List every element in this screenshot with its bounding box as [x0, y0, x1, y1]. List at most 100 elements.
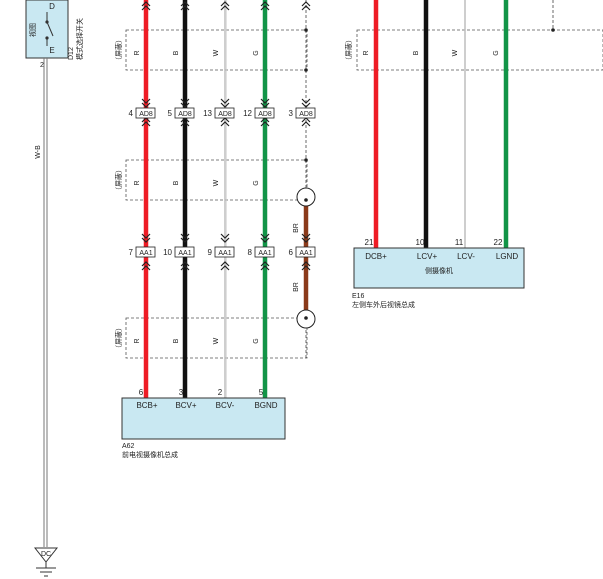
side-camera-pin-num-2: 10	[416, 238, 425, 247]
chevron-down-icon	[141, 98, 151, 108]
connector-aa1-name: AA1	[139, 250, 152, 257]
chevron-down-icon	[260, 98, 270, 108]
chevron-down-icon	[301, 98, 311, 108]
chevron-down-icon	[141, 233, 151, 243]
front-camera-pin-num-3: 2	[218, 388, 223, 397]
wire-code-green: G	[253, 180, 260, 185]
ground-connector-triangle	[33, 547, 59, 563]
connector-aa1-label-box	[295, 246, 316, 258]
switch-contact	[46, 21, 54, 37]
side-camera-pin-label-3: LCV-	[457, 252, 475, 261]
mode-select-switch: 视图 D E 2 D12 模式选择开关	[25, 0, 84, 69]
connector-ad8-label-box	[214, 107, 235, 119]
connector-aa1-name: AA1	[299, 250, 312, 257]
connector-ad8-label-box	[254, 107, 275, 119]
wire-code-white: W	[213, 49, 220, 56]
chevron-down-icon	[220, 233, 230, 243]
side-camera-part-name: 左侧车外后视镜总成	[352, 300, 415, 309]
drain-dot	[304, 28, 308, 32]
connector-aa1-label-box	[174, 246, 195, 258]
connector-aa1-label-box	[254, 246, 275, 258]
side-camera-connector: 21 10 11 22 DCB+ LCV+ LCV- LGND 侧摄像机 E16…	[352, 238, 525, 309]
front-camera-pin-label-1: BCB+	[136, 401, 157, 410]
front-camera-pin-label-2: BCV+	[175, 401, 196, 410]
switch-part-name: 模式选择开关	[75, 18, 84, 60]
wire-code-red: R	[134, 180, 141, 185]
wire-code-black: B	[173, 50, 180, 55]
wire-code-white: W	[452, 49, 459, 56]
drain-dot	[304, 198, 308, 202]
connector-ad8-name: AD8	[258, 111, 272, 118]
connector-aa1-pin: 10	[163, 248, 172, 257]
switch-pin-d: D	[49, 2, 55, 11]
front-camera-part-name: 前电视摄像机总成	[122, 450, 178, 459]
switch-part-id: D12	[68, 47, 75, 60]
wire-code-black: B	[173, 338, 180, 343]
chevron-up-icon	[301, 261, 311, 271]
shield-label: （屏蔽）	[114, 36, 123, 64]
side-camera-pin-label-2: LCV+	[417, 252, 438, 261]
front-camera-pin-num-1: 6	[139, 388, 144, 397]
chevron-up-icon	[180, 1, 190, 11]
front-camera-pin-label-4: BGND	[254, 401, 277, 410]
connector-aa1-label-box	[135, 246, 156, 258]
ground-wire: W-B DC	[33, 58, 59, 577]
wire-code-green: G	[493, 50, 500, 55]
shield-label: （屏蔽）	[114, 166, 123, 194]
chevron-up-icon	[220, 1, 230, 11]
drain-dot	[304, 316, 308, 320]
side-camera-pin-label-4: LGND	[496, 252, 518, 261]
chevron-up-icon	[260, 1, 270, 11]
front-camera-part-id: A62	[122, 443, 135, 450]
front-camera-pin-num-4: 5	[259, 388, 264, 397]
shield-box	[125, 159, 308, 201]
chevron-up-icon	[301, 1, 311, 11]
shield-label: （屏蔽）	[344, 36, 353, 64]
shield-box	[125, 29, 308, 71]
connector-aa1-name: AA1	[218, 250, 231, 257]
chevron-down-icon	[180, 233, 190, 243]
wire-code-white: W	[213, 337, 220, 344]
switch-body	[25, 0, 69, 59]
front-camera-pin-num-2: 3	[179, 388, 184, 397]
wire-code-brown-2: BR	[293, 282, 300, 292]
connector-ad8-label-box	[295, 107, 316, 119]
wire-code-red: R	[134, 50, 141, 55]
front-camera-connector: 6 3 2 5 BCB+ BCV+ BCV- BGND A62 前电视摄像机总成	[121, 388, 286, 459]
wire-code-green: G	[253, 50, 260, 55]
shield-box	[356, 29, 603, 71]
wire-code-white: W	[213, 179, 220, 186]
connector-aa1-pin: 9	[208, 248, 213, 257]
connector-ad8-pin: 5	[168, 109, 173, 118]
switch-view-label: 视图	[28, 23, 37, 37]
connector-ad8-name: AD8	[218, 111, 232, 118]
splice-circle	[296, 187, 316, 207]
ground-wire-code: W-B	[35, 145, 42, 159]
wire-code-green: G	[253, 338, 260, 343]
switch-pin-number: 2	[40, 62, 44, 69]
side-camera-pin-label-1: DCB+	[365, 252, 387, 261]
front-camera-pin-label-3: BCV-	[216, 401, 235, 410]
shield-label: （屏蔽）	[114, 324, 123, 352]
chevron-up-icon	[220, 261, 230, 271]
side-camera-pin-num-3: 11	[455, 238, 464, 247]
connector-ad8-label-box	[135, 107, 156, 119]
wire-code-black: B	[173, 180, 180, 185]
chevron-down-icon	[260, 233, 270, 243]
connector-ad8-pin: 13	[203, 109, 212, 118]
chevron-up-icon	[141, 1, 151, 11]
chevron-up-icon	[260, 261, 270, 271]
connector-ad8-name: AD8	[178, 111, 192, 118]
connector-aa1-label-box	[214, 246, 235, 258]
side-camera-pin-num-4: 22	[494, 238, 503, 247]
side-camera-box	[353, 247, 525, 289]
side-camera-pin-num-1: 21	[365, 238, 374, 247]
connector-ad8-pin: 12	[243, 109, 252, 118]
connector-ad8-label-box	[174, 107, 195, 119]
connector-aa1-pin: 8	[248, 248, 253, 257]
wire-code-red: R	[363, 50, 370, 55]
connector-ad8-name: AD8	[299, 111, 313, 118]
